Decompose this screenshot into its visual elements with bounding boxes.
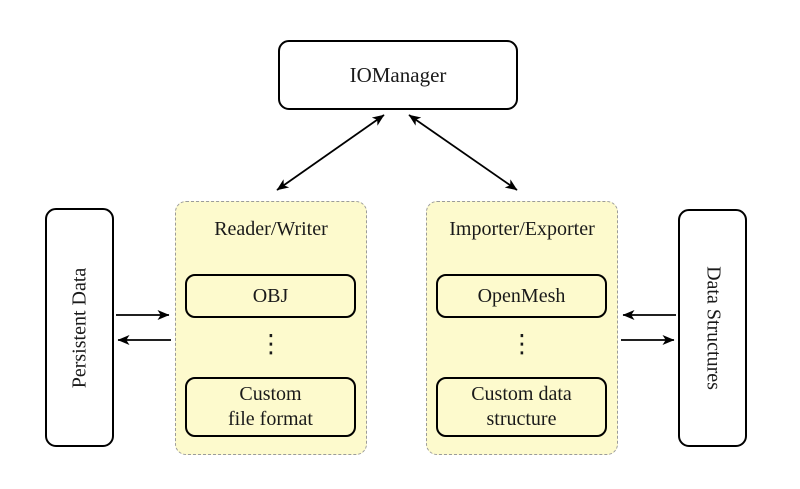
arrow-iomanager-readerwriter xyxy=(276,114,385,191)
group-reader-writer: Reader/Writer OBJ ⋮ Custom file format xyxy=(175,201,367,455)
vertical-ellipsis: ⋮ xyxy=(258,329,284,358)
arrow-iomanager-importerexporter xyxy=(408,114,518,191)
node-data-structures: Data Structures xyxy=(678,209,747,447)
group-importer-exporter: Importer/Exporter OpenMesh ⋮ Custom data… xyxy=(426,201,618,455)
node-data-structures-label: Data Structures xyxy=(702,266,724,390)
node-iomanager-label: IOManager xyxy=(349,62,447,87)
node-persistent-data-label: Persistent Data xyxy=(68,267,90,388)
vertical-ellipsis: ⋮ xyxy=(509,329,535,358)
item-custom-data-structure: Custom data structure xyxy=(436,377,607,437)
group-reader-writer-title: Reader/Writer xyxy=(214,218,328,240)
item-obj: OBJ xyxy=(185,274,356,318)
node-iomanager: IOManager xyxy=(278,40,518,110)
item-custom-file-format: Custom file format xyxy=(185,377,356,437)
item-openmesh: OpenMesh xyxy=(436,274,607,318)
node-persistent-data: Persistent Data xyxy=(45,208,114,447)
group-importer-exporter-title: Importer/Exporter xyxy=(449,218,595,240)
